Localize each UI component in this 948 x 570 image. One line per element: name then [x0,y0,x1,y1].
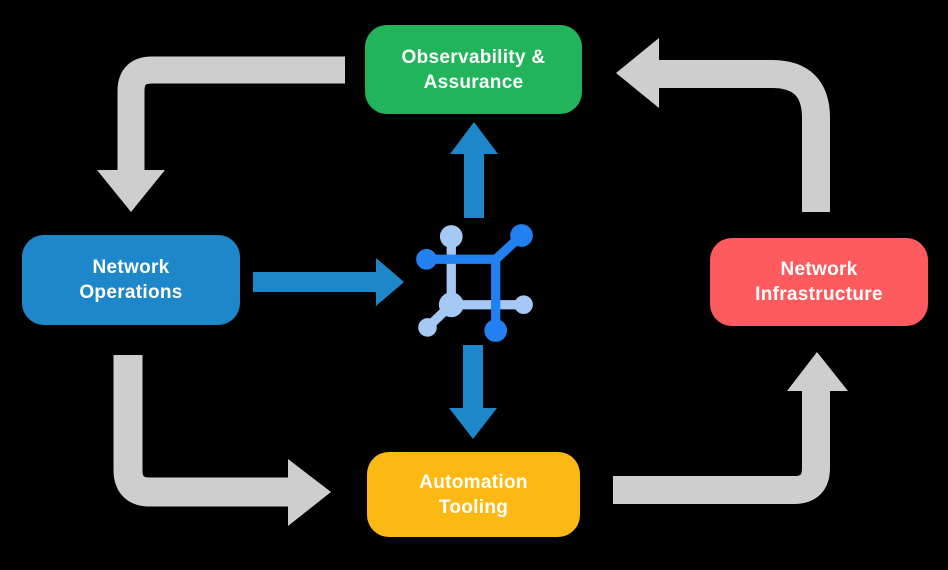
arrow-center-to-observability [450,122,498,218]
network-mesh-icon [416,224,533,342]
network-mesh-icon-light-nodes [418,225,533,337]
node-automation-tooling: Automation Tooling [367,452,580,537]
node-operations-label-line1: Network [92,257,170,278]
arrow-infrastructure-to-observability [616,38,830,212]
arrow-operations-to-center [253,258,404,306]
node-observability-label-line2: Assurance [423,71,524,93]
network-mesh-icon-dark-nodes [416,224,533,342]
arrow-center-to-automation [449,345,497,439]
node-automation-label-line1: Automation [419,471,528,493]
arrow-automation-to-infrastructure [613,352,848,504]
node-network-infrastructure: Network Infrastructure [710,238,928,326]
node-observability-assurance: Observability & Assurance [365,25,582,114]
node-observability-label-line1: Observability & [401,46,546,68]
node-operations-label-line2: Operations [79,282,183,303]
arrow-observability-to-operations [97,56,345,212]
node-automation-label-line2: Tooling [438,496,509,518]
node-infrastructure-label-line1: Network [780,259,858,280]
node-infrastructure-label-line2: Infrastructure [755,284,883,305]
node-network-operations: Network Operations [22,235,240,325]
arrow-operations-to-automation [113,355,331,526]
